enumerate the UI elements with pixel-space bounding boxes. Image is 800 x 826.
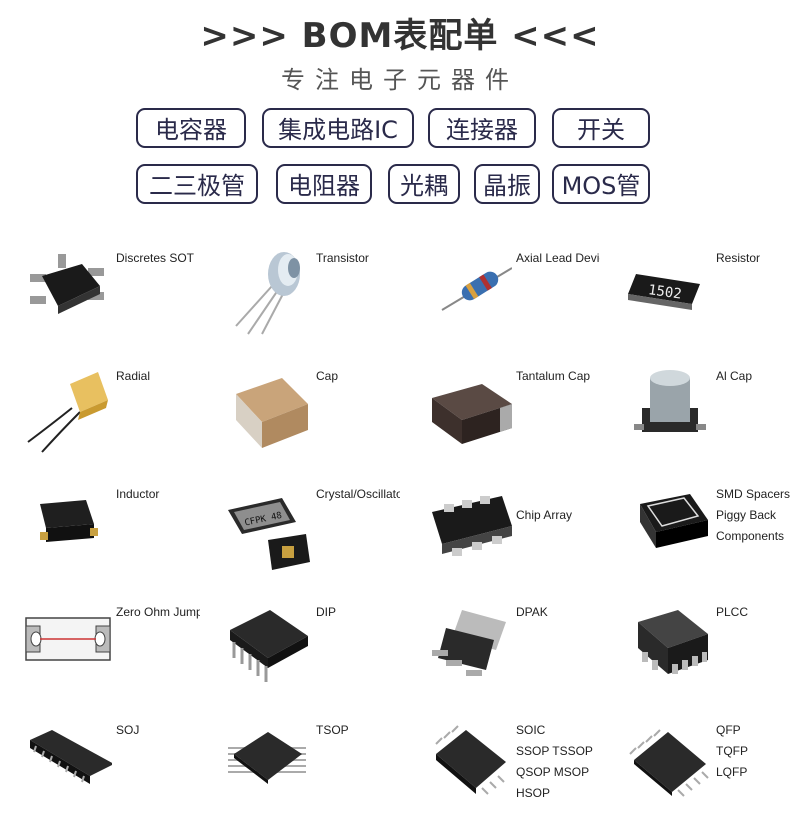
ceramic-cap-icon — [222, 364, 312, 454]
component-cell[interactable]: CFPK 48 Crystal/Oscillator — [200, 472, 400, 590]
component-cell[interactable]: SOIC SSOP TSSOP QSOP MSOP HSOP — [400, 708, 600, 826]
tag-optocoupler[interactable]: 光耦 — [388, 164, 460, 204]
component-cell[interactable]: PLCC — [600, 590, 800, 708]
component-cell[interactable]: Al Cap — [600, 354, 800, 472]
component-label: Transistor — [316, 251, 369, 265]
dip-package-icon — [222, 600, 312, 690]
tag-resistor[interactable]: 电阻器 — [276, 164, 372, 204]
plcc-package-icon — [622, 600, 712, 690]
smd-spacer-icon — [622, 482, 712, 572]
component-label: Axial Lead Device — [516, 251, 600, 265]
tantalum-cap-icon — [422, 364, 512, 454]
component-cell[interactable]: Discretes SOT — [0, 236, 200, 354]
component-cell[interactable]: QFP TQFP LQFP — [600, 708, 800, 826]
component-label: PLCC — [716, 605, 749, 619]
tag-switch[interactable]: 开关 — [552, 108, 650, 148]
component-cell[interactable]: 1502 Resistor — [600, 236, 800, 354]
tag-crystal[interactable]: 晶振 — [474, 164, 540, 204]
component-cell[interactable]: DIP — [200, 590, 400, 708]
component-label: Crystal/Oscillator — [316, 487, 400, 501]
component-label: SOIC SSOP TSSOP QSOP MSOP HSOP — [516, 723, 593, 800]
tag-mos[interactable]: MOS管 — [552, 164, 650, 204]
component-label: Resistor — [716, 251, 761, 265]
component-cell[interactable]: Tantalum Cap — [400, 354, 600, 472]
component-cell[interactable]: SOJ — [0, 708, 200, 826]
component-cell[interactable]: SMD Spacers Piggy Back Components — [600, 472, 800, 590]
svg-text:1502: 1502 — [647, 282, 683, 303]
component-label: DIP — [316, 605, 337, 619]
component-cell[interactable]: Radial — [0, 354, 200, 472]
component-label: Chip Array — [516, 508, 573, 522]
component-cell[interactable]: Transistor — [200, 236, 400, 354]
component-label: SMD Spacers Piggy Back Components — [716, 487, 791, 543]
dpak-package-icon — [422, 600, 512, 690]
tag-ic[interactable]: 集成电路IC — [262, 108, 414, 148]
zero-ohm-jumper-icon — [22, 600, 112, 690]
tag-diode-transistor[interactable]: 二三极管 — [136, 164, 258, 204]
component-label: TSOP — [316, 723, 349, 737]
component-cell[interactable]: Axial Lead Device — [400, 236, 600, 354]
component-label: Inductor — [116, 487, 160, 501]
aluminum-cap-icon — [622, 364, 712, 454]
smd-resistor-icon: 1502 — [622, 246, 712, 336]
component-cell[interactable]: TSOP — [200, 708, 400, 826]
inductor-icon — [22, 482, 112, 572]
component-label: Al Cap — [716, 369, 753, 383]
component-label: Zero Ohm Jumper — [116, 605, 200, 619]
component-cell[interactable]: Zero Ohm Jumper — [0, 590, 200, 708]
chip-array-icon — [422, 482, 512, 572]
axial-lead-device-icon — [422, 246, 512, 336]
component-cell[interactable]: DPAK — [400, 590, 600, 708]
component-cell[interactable]: Cap — [200, 354, 400, 472]
component-label: DPAK — [516, 605, 548, 619]
component-label: Tantalum Cap — [516, 369, 591, 383]
component-label: SOJ — [116, 723, 140, 737]
sot-package-icon — [22, 246, 112, 336]
component-label: Cap — [316, 369, 339, 383]
soj-package-icon — [22, 718, 112, 808]
component-label: QFP TQFP LQFP — [716, 723, 748, 779]
component-label: Radial — [116, 369, 151, 383]
page-title: >>> BOM表配单 <<< — [200, 16, 600, 56]
component-label: Discretes SOT — [116, 251, 195, 265]
tag-connector[interactable]: 连接器 — [428, 108, 536, 148]
radial-capacitor-icon — [22, 364, 112, 454]
page-subtitle: 专注电子元器件 — [281, 66, 519, 94]
tsop-package-icon — [222, 718, 312, 808]
transistor-icon — [222, 246, 312, 336]
tag-capacitor[interactable]: 电容器 — [136, 108, 246, 148]
crystal-oscillator-icon: CFPK 48 — [222, 482, 312, 572]
qfp-package-icon — [622, 718, 712, 808]
component-cell[interactable]: Inductor — [0, 472, 200, 590]
component-cell[interactable]: Chip Array — [400, 472, 600, 590]
soic-package-icon — [422, 718, 512, 808]
